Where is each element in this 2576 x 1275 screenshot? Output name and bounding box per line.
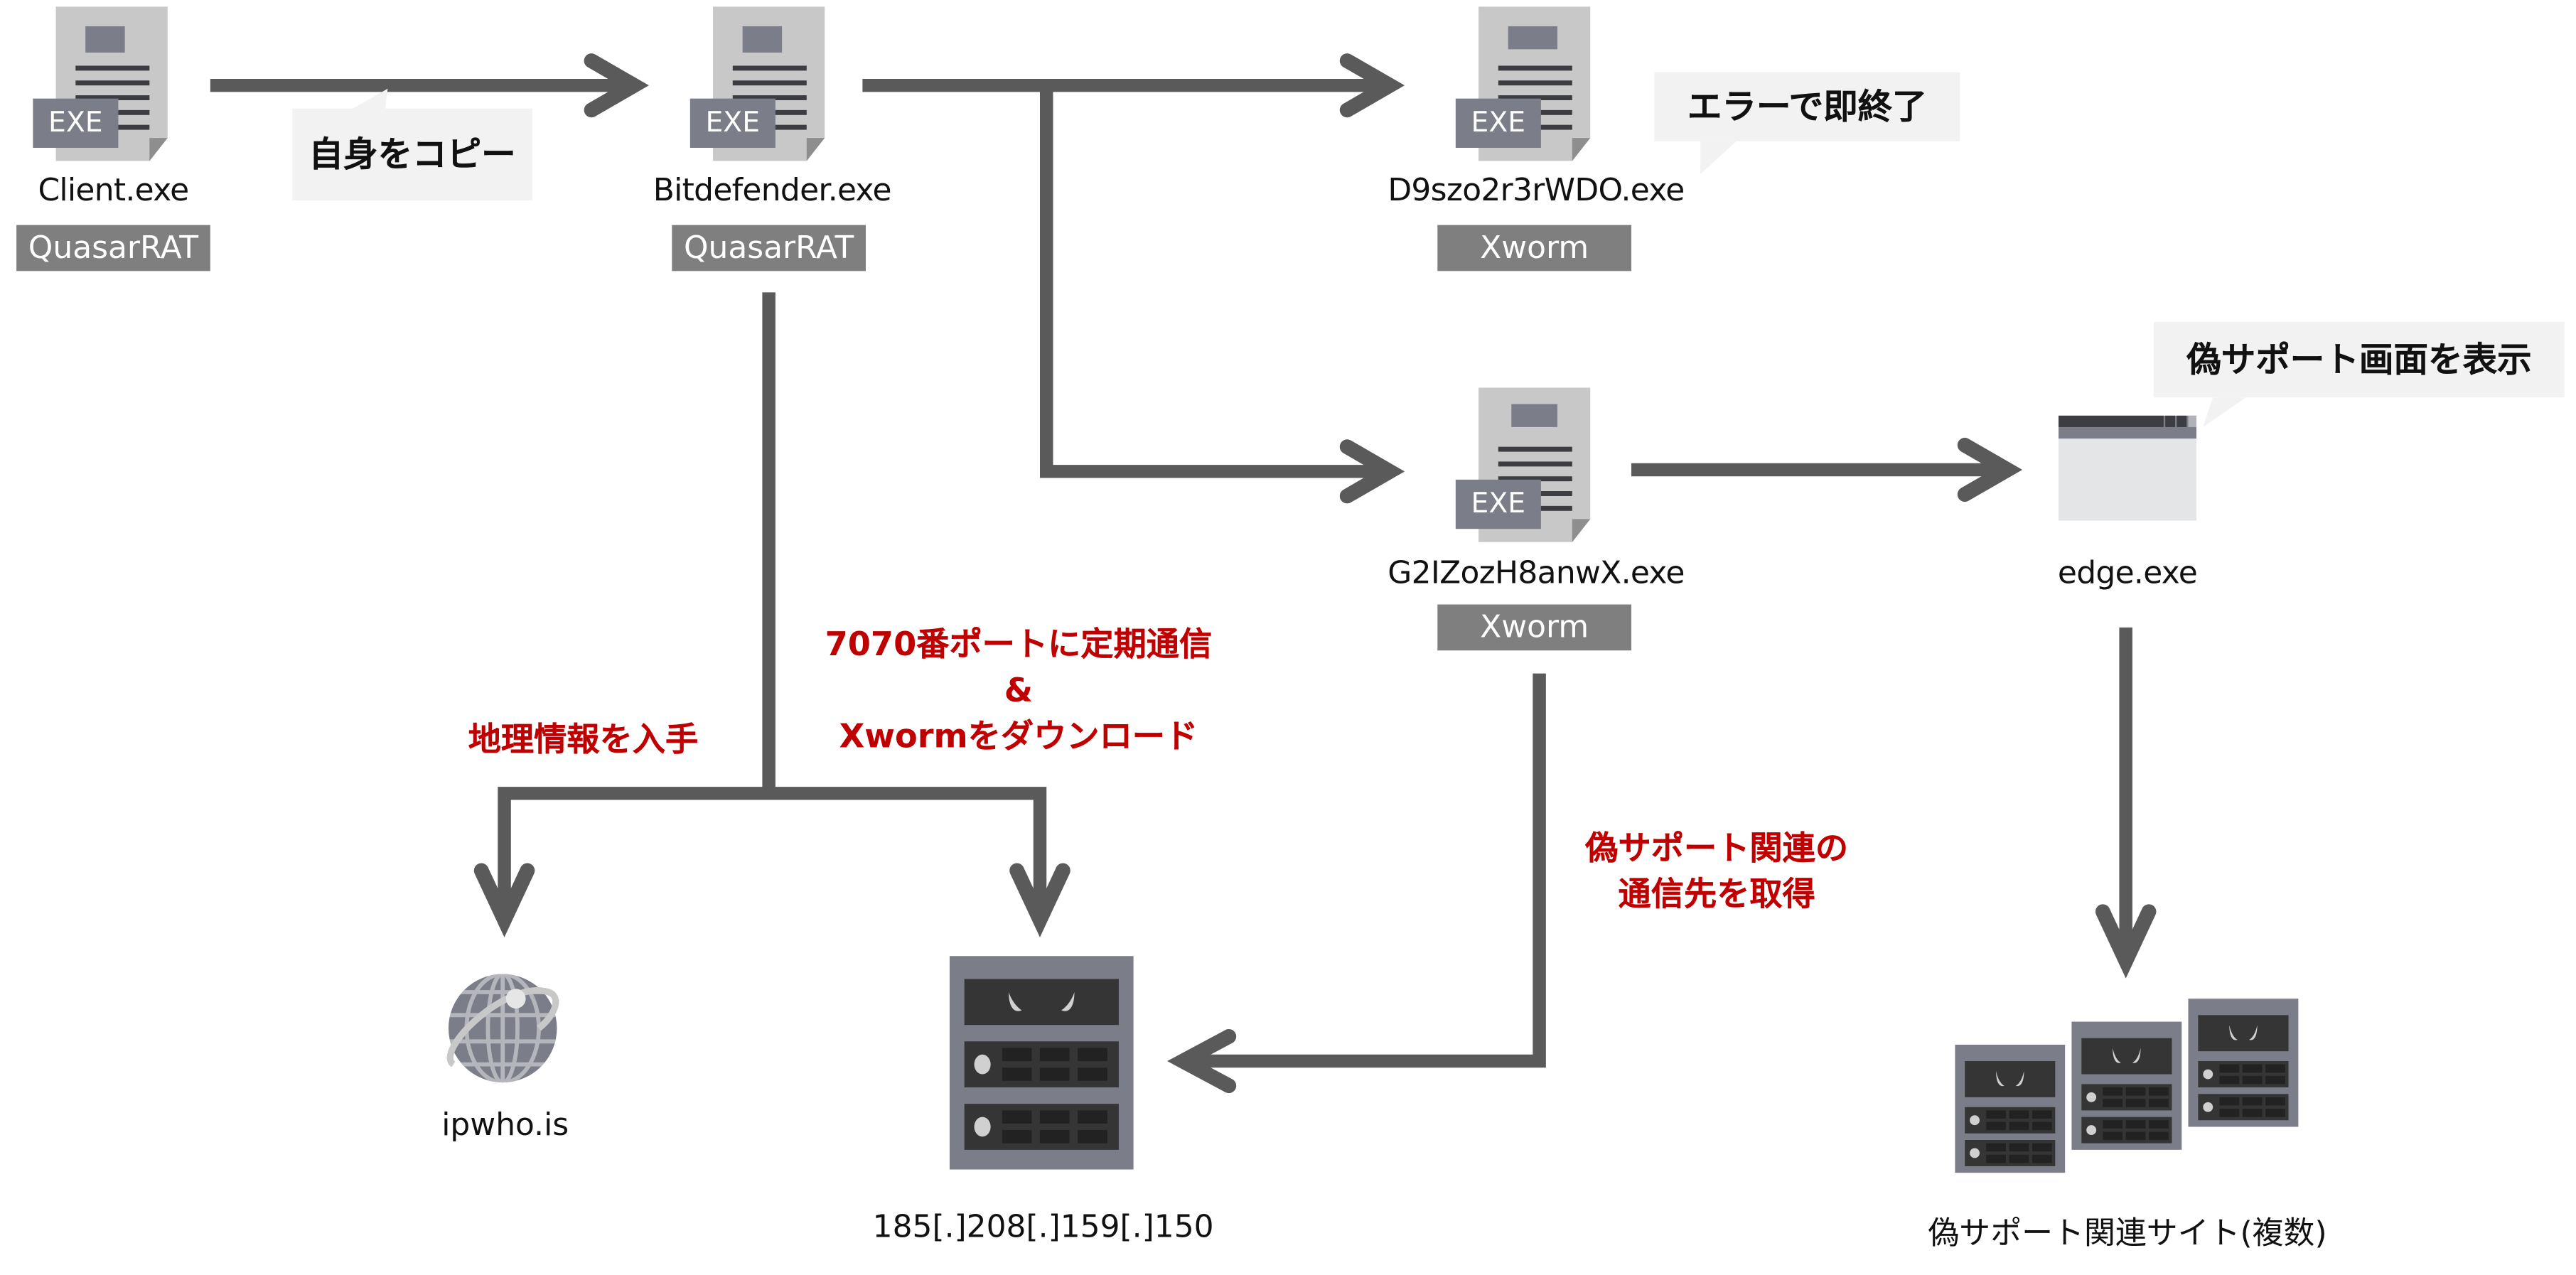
exe-file-icon: EXE <box>1455 387 1636 552</box>
arrow-bitdefender-to-g2izoz <box>1039 85 1384 478</box>
c2-server-label: 185[.]208[.]159[.]150 <box>872 1209 1214 1245</box>
client-family-tag: QuasarRAT <box>16 225 210 271</box>
malicious-server-icon <box>949 956 1134 1170</box>
edge-filename: edge.exe <box>2057 555 2198 592</box>
exe-badge: EXE <box>48 107 103 140</box>
bitdefender-filename: Bitdefender.exe <box>653 172 892 209</box>
exe-file-icon: EXE <box>1455 6 1636 171</box>
annotation-fake-dest-line2: 通信先を取得 <box>1618 873 1815 914</box>
annotation-fake-dest-line1: 偽サポート関連の <box>1585 827 1849 868</box>
server-1 <box>1955 1044 2066 1173</box>
exe-badge: EXE <box>1471 107 1526 140</box>
fake-sites-label: 偽サポート関連サイト(複数) <box>1928 1215 2327 1252</box>
browser-window-icon <box>2058 415 2197 521</box>
annotation-c2-line2: & <box>1004 669 1034 710</box>
g2izoz-family-tag: Xworm <box>1437 604 1632 651</box>
annotation-fake-destinations: 偽サポート関連の 通信先を取得 <box>1552 824 1881 916</box>
annotation-geo-info: 地理情報を入手 <box>468 719 699 759</box>
globe-icon <box>440 969 565 1087</box>
arrow-to-ipwho <box>498 787 1047 914</box>
bitdefender-family-tag: QuasarRAT <box>672 225 866 271</box>
bubble-fake-support-screen: 偽サポート画面を表示 <box>2153 321 2565 427</box>
bubble-error-exit-text: エラーで即終了 <box>1654 72 1960 141</box>
g2izoz-filename: G2IZozH8anwX.exe <box>1388 555 1685 592</box>
client-filename: Client.exe <box>38 172 189 209</box>
arrow-g2izoz-to-c2 <box>1189 673 1546 1068</box>
d9szo-filename: D9szo2r3rWDO.exe <box>1388 172 1685 209</box>
d9szo-family-tag: Xworm <box>1437 225 1632 271</box>
annotation-c2-line3: Xwormをダウンロード <box>839 716 1198 756</box>
annotation-c2-line1: 7070番ポートに定期通信 <box>825 624 1213 664</box>
bubble-error-exit: エラーで即終了 <box>1654 72 1960 174</box>
exe-badge: EXE <box>1471 488 1526 521</box>
exe-file-icon: EXE <box>689 6 871 171</box>
annotation-c2-comm: 7070番ポートに定期通信 & Xwormをダウンロード <box>788 621 1248 759</box>
exe-badge: EXE <box>705 107 761 140</box>
server-3 <box>2188 999 2299 1127</box>
bubble-copy-self: 自身をコピー <box>292 88 532 200</box>
bubble-copy-self-text: 自身をコピー <box>292 108 532 200</box>
fake-support-servers-icon <box>1955 996 2299 1176</box>
ipwho-label: ipwho.is <box>441 1107 569 1144</box>
exe-file-icon: EXE <box>33 6 213 171</box>
bubble-fake-support-screen-text: 偽サポート画面を表示 <box>2153 321 2565 398</box>
server-2 <box>2071 1021 2182 1150</box>
